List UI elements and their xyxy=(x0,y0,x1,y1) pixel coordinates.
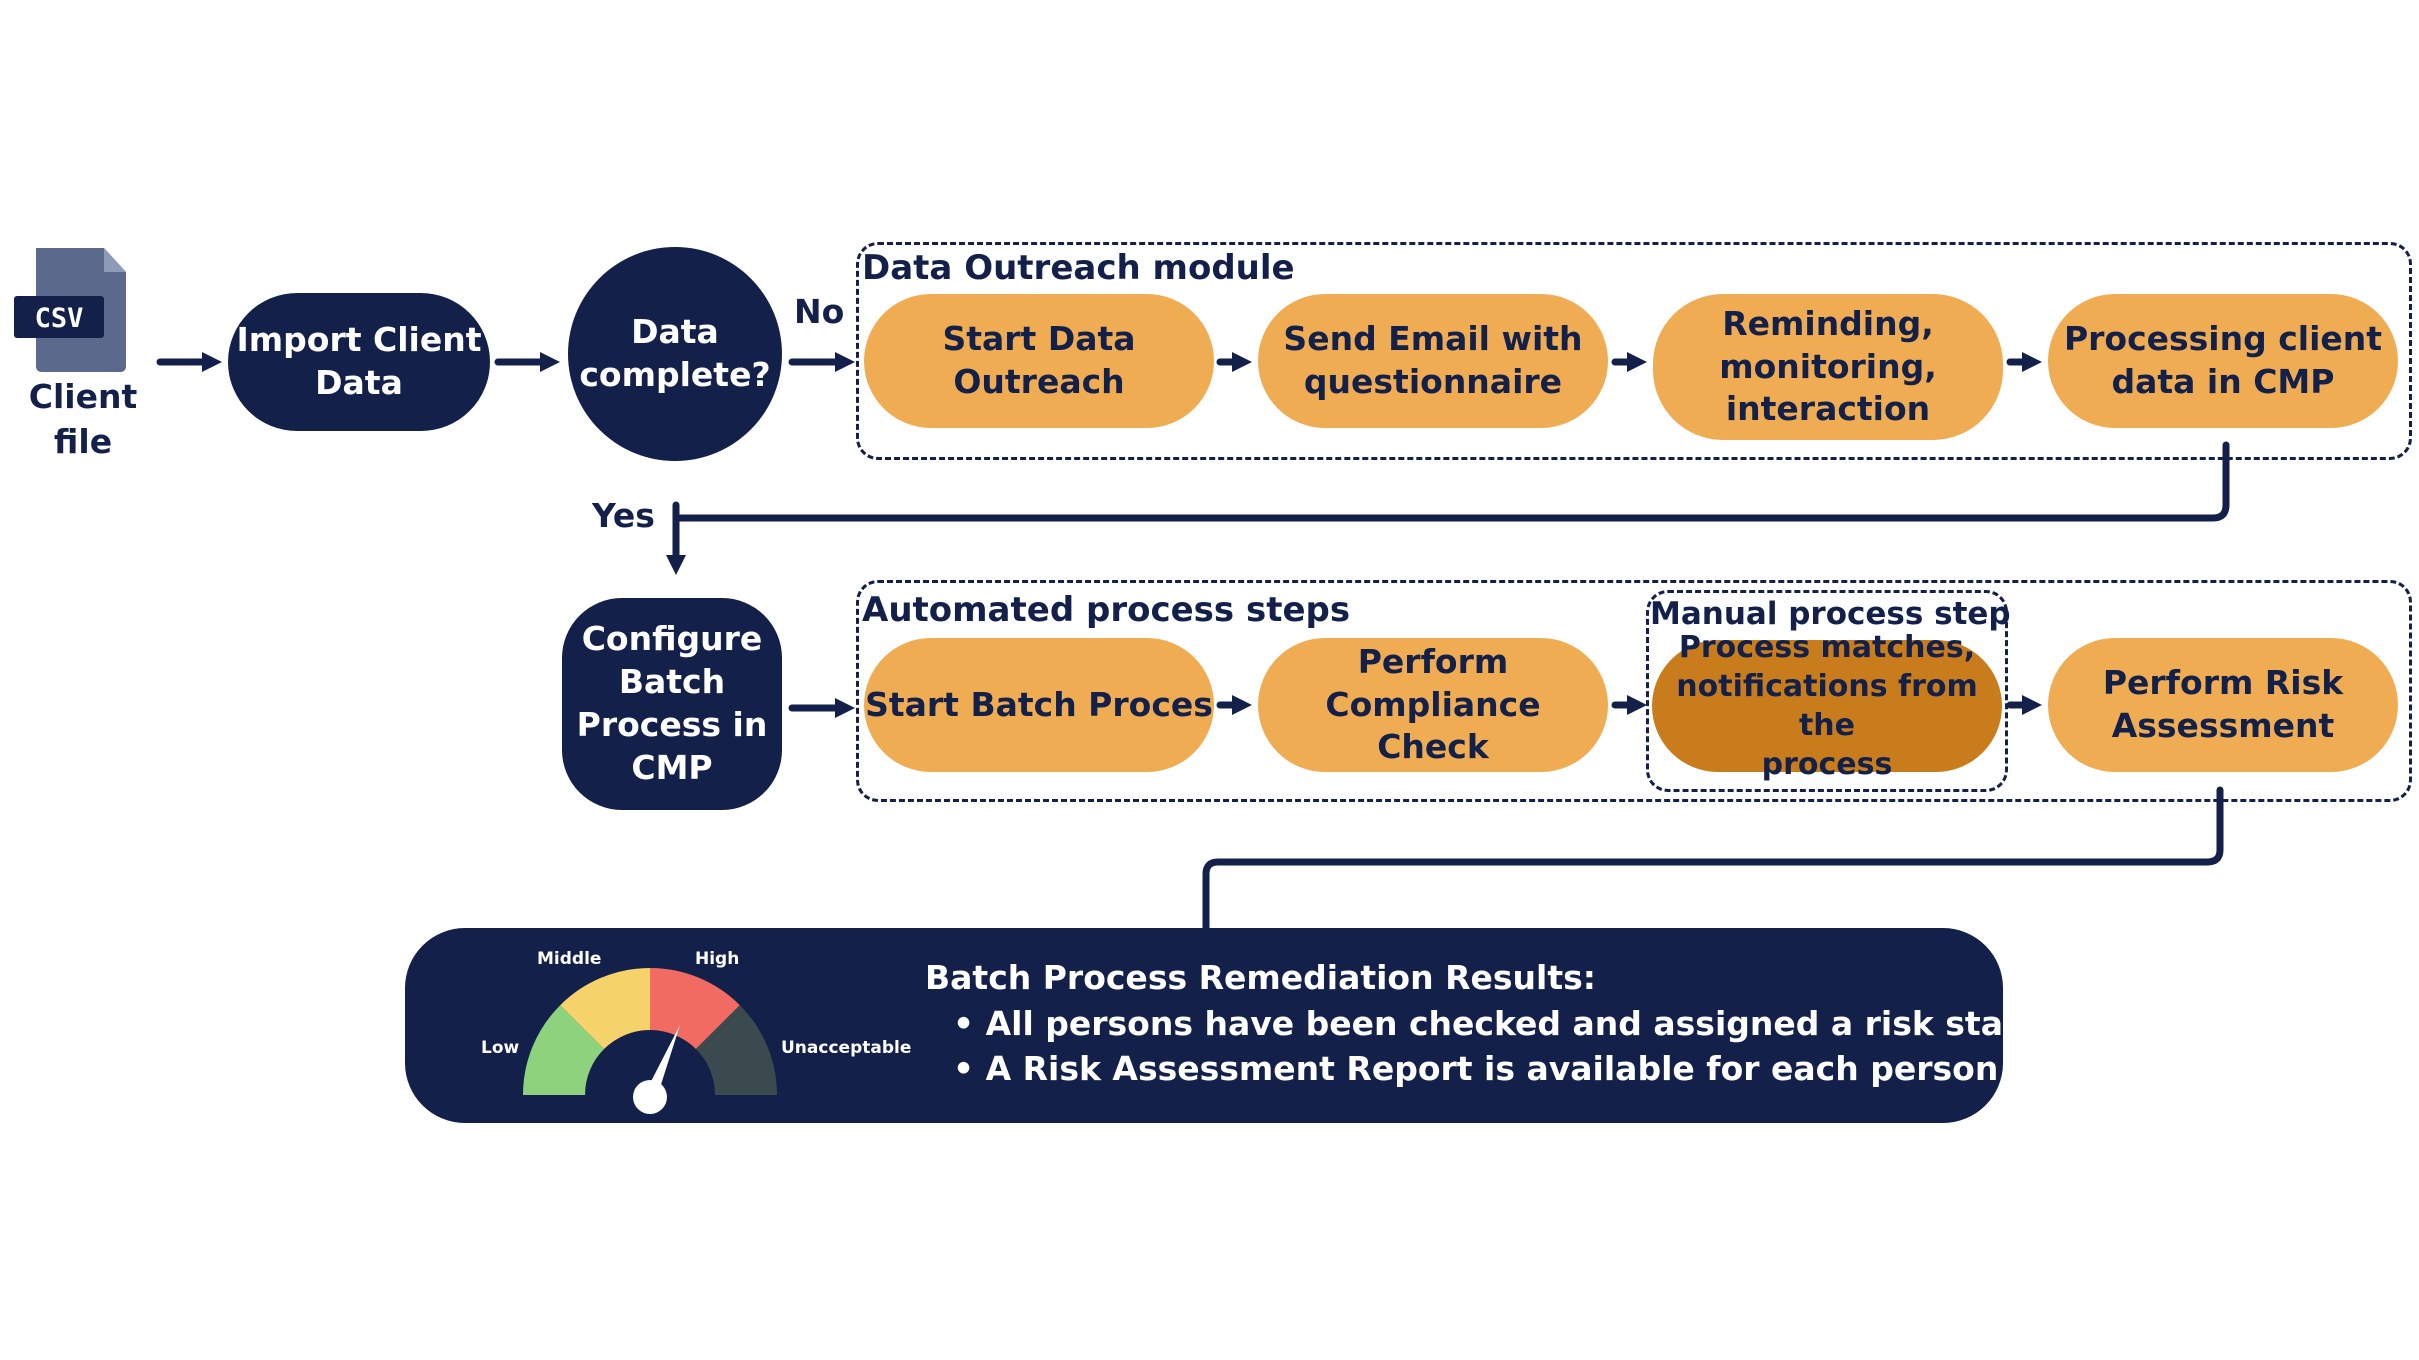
gauge-label-high: High xyxy=(695,949,740,969)
yes-label: Yes xyxy=(592,496,655,535)
configure-line2: Batch xyxy=(618,662,726,702)
automated-steps-group xyxy=(856,580,2412,802)
csv-file-icon: CSV xyxy=(14,248,126,372)
configure-line1: Configure xyxy=(581,619,763,659)
data-complete-decision: Data complete? xyxy=(568,247,782,461)
gauge-needle xyxy=(643,1025,680,1097)
client-file-label: Client file xyxy=(28,375,138,464)
manual-line2: notifications from the xyxy=(1676,669,1978,743)
no-label: No xyxy=(794,292,845,331)
risk-line1: Perform Risk xyxy=(2102,663,2344,703)
import-node-line2: Data xyxy=(315,363,403,402)
risk-assessment-step: Perform Risk Assessment xyxy=(2048,638,2398,772)
csv-badge: CSV xyxy=(35,303,84,334)
reminding-line2: monitoring, xyxy=(1719,346,1937,386)
gauge-label-middle: Middle xyxy=(537,949,602,969)
results-title: Batch Process Remediation Results: xyxy=(925,958,1596,997)
processing-client-data-step: Processing client data in CMP xyxy=(2048,294,2398,428)
import-node-line1: Import Client xyxy=(236,320,482,360)
data-outreach-group xyxy=(856,242,2412,460)
start-batch-label: Start Batch Proces xyxy=(865,684,1213,724)
compliance-line2: Check xyxy=(1377,727,1489,767)
decision-line2: complete? xyxy=(579,355,771,394)
risk-gauge-icon xyxy=(523,968,777,1114)
gauge-segment-low xyxy=(523,1005,605,1095)
results-connector xyxy=(1202,786,2224,934)
risk-line2: Assessment xyxy=(2111,706,2335,745)
manual-matches-step: Process matches, notifications from the … xyxy=(1652,630,2002,782)
gauge-hub xyxy=(633,1080,667,1114)
send-email-line1: Send Email with xyxy=(1283,319,1583,359)
start-data-outreach-label: Start Data Outreach xyxy=(942,319,1136,401)
results-item-2: • A Risk Assessment Report is available … xyxy=(953,1049,1998,1088)
loop-back-line xyxy=(672,441,2230,522)
manual-line1: Process matches, xyxy=(1678,630,1976,665)
data-outreach-title: Data Outreach module xyxy=(862,248,1295,288)
decision-line1: Data xyxy=(631,312,719,352)
configure-line3: Process in xyxy=(576,705,768,744)
gauge-segment-unacceptable xyxy=(695,1005,777,1095)
results-item-1: • All persons have been checked and assi… xyxy=(953,1004,2062,1043)
configure-batch-node: Configure Batch Process in CMP xyxy=(562,598,782,810)
gauge-label-unacceptable: Unacceptable xyxy=(781,1038,912,1058)
start-data-outreach-step: Start Data Outreach xyxy=(864,294,1214,428)
client-file-label-line2: file xyxy=(53,421,113,461)
bullet-icon: • xyxy=(953,1004,986,1043)
bullet-icon: • xyxy=(953,1049,986,1088)
results-item-2-text: A Risk Assessment Report is available fo… xyxy=(985,1049,1999,1088)
reminding-line1: Reminding, xyxy=(1722,303,1934,343)
send-email-step: Send Email with questionnaire xyxy=(1258,294,1608,428)
import-client-data-node: Import Client Data xyxy=(228,293,490,431)
gauge-label-low: Low xyxy=(481,1038,520,1058)
gauge-segment-middle xyxy=(560,968,650,1050)
reminding-line3: interaction xyxy=(1725,389,1931,429)
client-file-label-line1: Client xyxy=(28,377,138,416)
results-item-1-text: All persons have been checked and assign… xyxy=(985,1004,2062,1043)
compliance-check-step: Perform Compliance Check xyxy=(1258,638,1608,772)
manual-line3: process xyxy=(1761,747,1893,782)
configure-line4: CMP xyxy=(631,747,713,787)
start-batch-step: Start Batch Proces xyxy=(864,638,1214,772)
reminding-step: Reminding, monitoring, interaction xyxy=(1653,294,2003,440)
processing-line1: Processing client xyxy=(2063,319,2383,359)
gauge-segment-high xyxy=(650,968,740,1050)
processing-line2: data in CMP xyxy=(2111,362,2335,401)
results-panel: Low Middle High Unacceptable Batch Proce… xyxy=(405,928,2062,1123)
automated-steps-title: Automated process steps xyxy=(862,590,1351,630)
compliance-line1: Perform Compliance xyxy=(1325,641,1541,724)
manual-step-group xyxy=(1646,590,2008,792)
manual-step-title: Manual process step xyxy=(1650,596,2011,632)
send-email-line2: questionnaire xyxy=(1303,362,1563,401)
